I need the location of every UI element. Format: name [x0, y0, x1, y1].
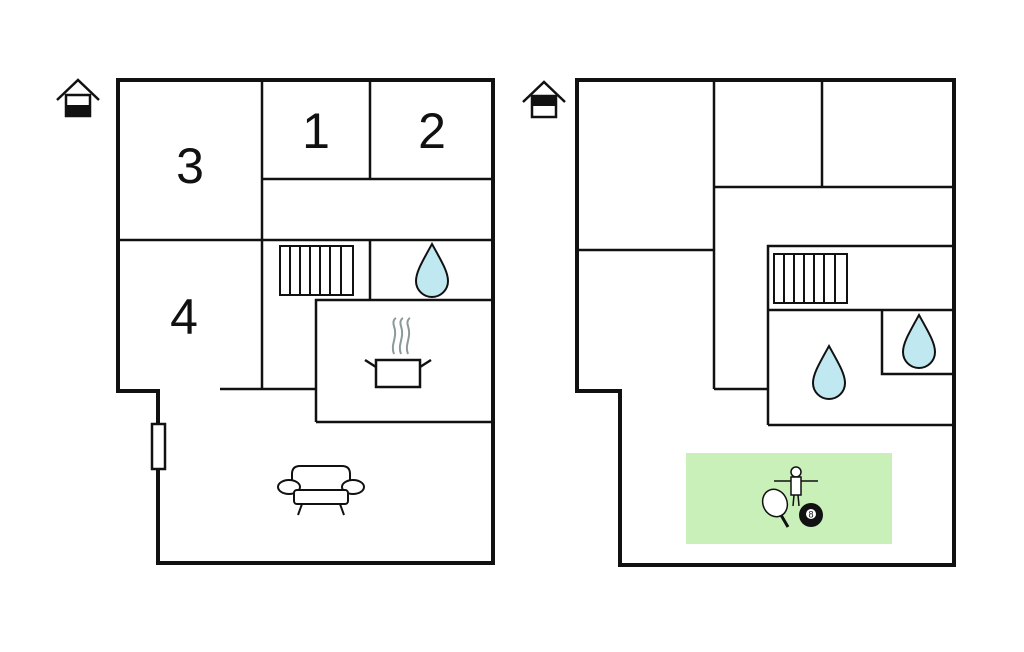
interior-walls: [577, 80, 954, 427]
door-icon: [150, 422, 167, 471]
cooking-pot-icon: [364, 317, 432, 389]
room-label-3: 3: [176, 138, 204, 194]
room-label-1: 1: [302, 103, 330, 159]
outer-wall: [116, 78, 495, 565]
water-drop-icon: [811, 343, 847, 400]
radiator-icon: [773, 253, 848, 304]
games-icon: 8: [761, 466, 823, 528]
games-area: [686, 453, 892, 544]
interior-walls: [118, 80, 493, 424]
floor-plan-ground: 1 2 3 4: [56, 78, 495, 565]
radiator-icon: [279, 245, 354, 296]
svg-text:8: 8: [808, 510, 813, 520]
room-label-2: 2: [418, 103, 446, 159]
floor-marker-icon: [522, 80, 566, 119]
floor-plan-upper: 8: [522, 78, 956, 567]
sofa-icon: [277, 465, 365, 516]
outer-wall: [575, 78, 956, 567]
water-drop-icon: [901, 312, 937, 369]
room-label-4: 4: [170, 289, 198, 345]
floor-marker-icon: [56, 78, 100, 118]
water-drop-icon: [414, 241, 450, 298]
